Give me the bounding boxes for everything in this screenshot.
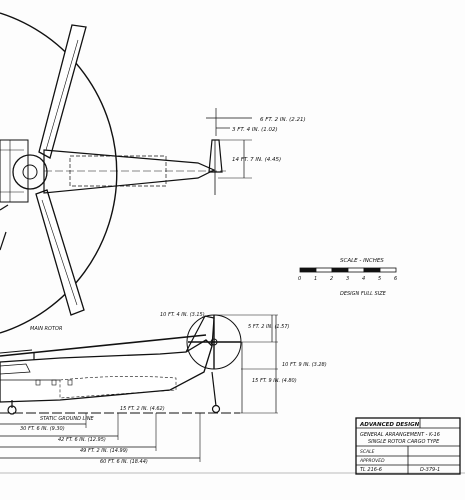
- scale-tick-label: 1: [314, 276, 317, 282]
- dim-bottom-3: 49 FT. 2 IN. (14.99): [80, 448, 128, 454]
- window: [35, 379, 41, 386]
- title-number: TL 216-6: [360, 467, 382, 473]
- rotor-label: MAIN ROTOR: [30, 326, 62, 332]
- cargo-door: [59, 376, 177, 399]
- dim-right-1: 5 FT. 2 IN. (1.57): [248, 324, 290, 330]
- title-approved: APPROVED: [359, 458, 385, 464]
- tail-boom-plan: [43, 149, 216, 194]
- scale-segment: [331, 267, 349, 273]
- scale-segment: [379, 267, 397, 273]
- rotor-blade-lower: [35, 189, 85, 316]
- tail-fin: [185, 315, 215, 353]
- title-line-1: GENERAL ARRANGEMENT - K-16: [360, 432, 440, 438]
- scale-tick-label: 6: [394, 276, 397, 282]
- scale-segment: [299, 267, 317, 273]
- main-gear-wheel: [7, 405, 17, 415]
- rotor-note: 10 FT. 4 IN. (3.15): [160, 312, 205, 318]
- dim-bottom-4: 60 FT. 6 IN. (18.44): [100, 459, 148, 465]
- rotor-blade-left: [0, 231, 7, 251]
- title-dwg-number: D-379-1: [420, 467, 440, 473]
- title-line-2: SINGLE ROTOR CARGO TYPE: [368, 439, 440, 445]
- dim-blade-chord: 6 FT. 2 IN. (2.21): [260, 117, 306, 123]
- top-view: [0, 12, 252, 334]
- graphic-scale: SCALE - INCHES DESIGN FULL SIZE 0 1 2 3 4 5 6: [298, 258, 397, 297]
- title-heading: ADVANCED DESIGN: [359, 422, 420, 428]
- title-scale: SCALE: [360, 449, 375, 455]
- dim-boom-width: 3 FT. 4 IN. (1.02): [232, 127, 278, 133]
- scale-title: SCALE - INCHES: [340, 258, 384, 264]
- window: [67, 379, 73, 386]
- scale-subtitle: DESIGN FULL SIZE: [340, 291, 387, 297]
- blade-spar-line: [45, 39, 79, 151]
- rotor-blade-left: [0, 204, 9, 211]
- dim-bottom-2: 42 FT. 6 IN. (12.95): [58, 437, 106, 443]
- blade-spar-line: [41, 199, 78, 306]
- scale-tick-label: 5: [378, 276, 381, 282]
- window: [51, 379, 57, 386]
- scale-segment: [315, 267, 333, 273]
- scale-tick-label: 0: [298, 276, 301, 282]
- rotor-blade-upper: [38, 24, 87, 159]
- ground-line-label: STATIC GROUND LINE: [40, 416, 95, 422]
- title-block: [355, 417, 461, 475]
- dim-right-2: 10 FT. 9 IN. (3.28): [282, 362, 327, 368]
- scale-tick-label: 2: [330, 276, 333, 282]
- scale-segment: [363, 267, 381, 273]
- dim-tail-span: 14 FT. 7 IN. (4.45): [232, 157, 281, 163]
- rotor-hub-center: [22, 164, 38, 180]
- dim-right-3: 15 FT. 9 IN. (4.80): [252, 378, 297, 384]
- tail-rotor-plan: [208, 139, 223, 173]
- fuselage-nose-plan: [0, 139, 29, 203]
- rotor-hub: [12, 154, 48, 190]
- scale-tick-label: 4: [362, 276, 365, 282]
- side-view: [0, 314, 278, 462]
- scale-segment: [347, 267, 365, 273]
- gear-note: 15 FT. 2 IN. (4.62): [120, 406, 165, 412]
- rotor-disc-circle: [0, 12, 118, 334]
- cockpit-glazing: [0, 363, 31, 375]
- scale-tick-label: 3: [346, 276, 349, 282]
- tail-gear-strut: [211, 371, 217, 407]
- dim-bottom-1: 30 FT. 6 IN. (9.30): [20, 426, 65, 432]
